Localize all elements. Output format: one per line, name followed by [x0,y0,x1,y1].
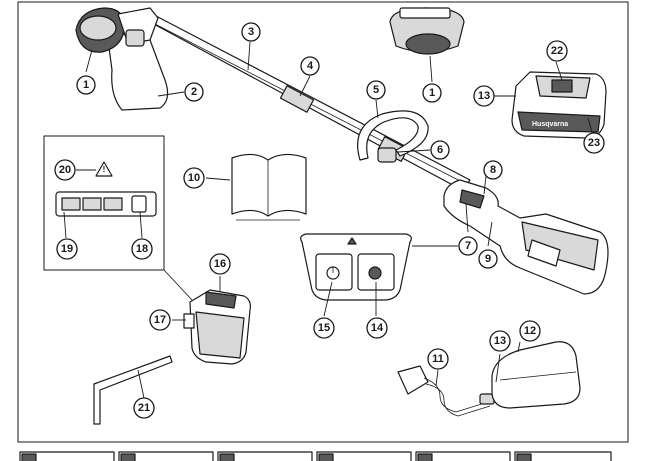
hex-key [93,355,173,425]
callout-19: 19 [56,238,78,260]
warning-icon-panel [347,237,357,245]
callout-10-label: 10 [188,172,200,184]
callout-13-cable: 13 [489,330,511,352]
trimmer-head [75,7,169,111]
callout-16-label: 16 [214,258,226,270]
callout-4-label: 4 [307,60,314,72]
spare-spool [389,7,465,55]
callout-20: 20 [54,159,76,181]
callout-23: 23 [583,132,605,154]
callout-8-label: 8 [490,164,496,176]
callout-20-label: 20 [59,164,71,176]
callout-16: 16 [209,253,231,275]
callout-9: 9 [478,249,498,269]
leader-lines [63,41,593,399]
callout-3: 3 [241,22,261,42]
callout-10: 10 [183,167,205,189]
callout-21-label: 21 [138,402,150,414]
callout-11-label: 11 [432,353,444,365]
charger-cable [397,341,581,417]
operator-manual [231,153,307,221]
callout-23-label: 23 [588,137,600,149]
callout-21: 21 [133,397,155,419]
inset-frame [43,135,165,271]
callout-18-label: 18 [136,243,148,255]
savee-icon [368,266,382,280]
callout-13-cable-label: 13 [494,335,506,347]
front-handle [357,110,429,163]
battery [183,289,251,365]
callout-11: 11 [427,348,449,370]
callout-8: 8 [483,160,503,180]
callout-12: 12 [519,320,541,342]
battery-charger: Husqvarna [511,71,607,139]
callout-17: 17 [149,309,171,331]
callout-13-charger: 13 [473,85,495,107]
warning-icon [95,161,113,177]
callout-3-label: 3 [248,26,254,38]
callout-18: 18 [131,238,153,260]
svg-text:!: ! [103,165,106,174]
rear-handle [443,179,609,295]
callout-19-label: 19 [61,243,73,255]
callout-12-label: 12 [524,325,536,337]
callout-15: 15 [313,317,335,339]
callout-5: 5 [366,80,386,100]
callout-1-head: 1 [76,75,96,95]
battery-indicator: ! [55,161,157,217]
callout-5-label: 5 [373,84,379,96]
callout-7-handle-label: 7 [465,240,471,252]
callout-22-label: 22 [551,45,563,57]
callout-15-label: 15 [318,322,330,334]
callout-2-label: 2 [191,86,197,98]
callout-7-handle: 7 [458,236,478,256]
callout-4: 4 [300,56,320,76]
callout-6: 6 [430,140,450,160]
callout-1-spool: 1 [422,83,442,103]
callout-6-label: 6 [437,144,443,156]
callout-2: 2 [184,82,204,102]
charger-brand: Husqvarna [532,121,568,128]
callout-14-label: 14 [371,322,384,334]
control-panel [300,233,412,301]
callout-1-head-label: 1 [83,79,89,91]
callout-1-spool-label: 1 [429,87,435,99]
callout-13-charger-label: 13 [478,90,490,102]
callout-9-label: 9 [485,253,491,265]
diagram-frame [17,1,629,443]
callout-22: 22 [546,40,568,62]
callout-17-label: 17 [154,314,166,326]
callout-14: 14 [366,317,388,339]
symbol-strip [19,451,612,461]
